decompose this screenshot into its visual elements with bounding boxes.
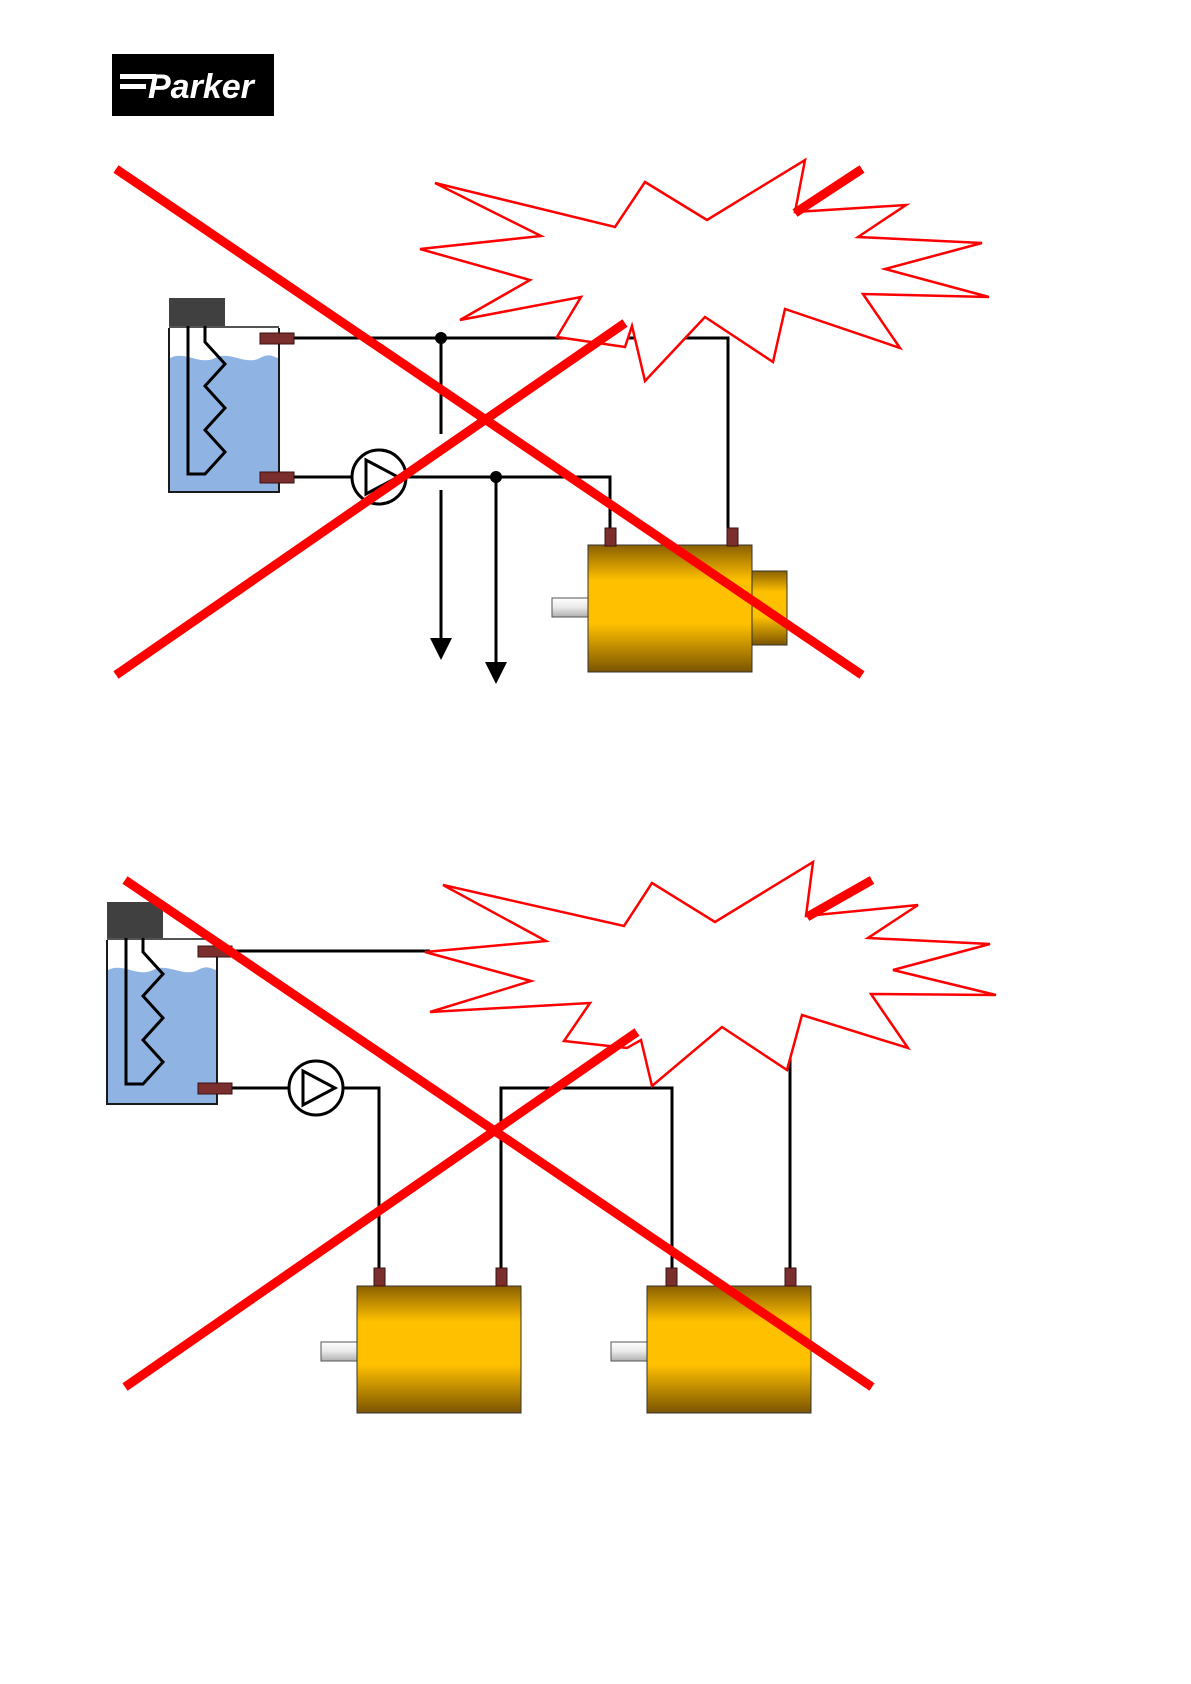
top-explosion-icon [420,160,989,381]
bottom-motor-2 [611,1268,811,1413]
bottom-circuit [107,862,996,1413]
bottom-explosion-icon [425,862,996,1086]
drain-arrow-icon [430,638,452,660]
top-circuit [116,160,989,684]
logo-brand-text: Parker [148,68,256,106]
bottom-tank [107,902,232,1104]
bottom-motor-1 [321,1268,521,1413]
drain-arrow-icon [485,662,507,684]
bottom-pump-icon [289,1061,343,1115]
top-tank [169,298,294,492]
top-junction-dot [490,471,502,483]
top-junction-dot [435,332,447,344]
explosion-flare [795,169,862,213]
parker-logo: Parker [112,54,274,116]
